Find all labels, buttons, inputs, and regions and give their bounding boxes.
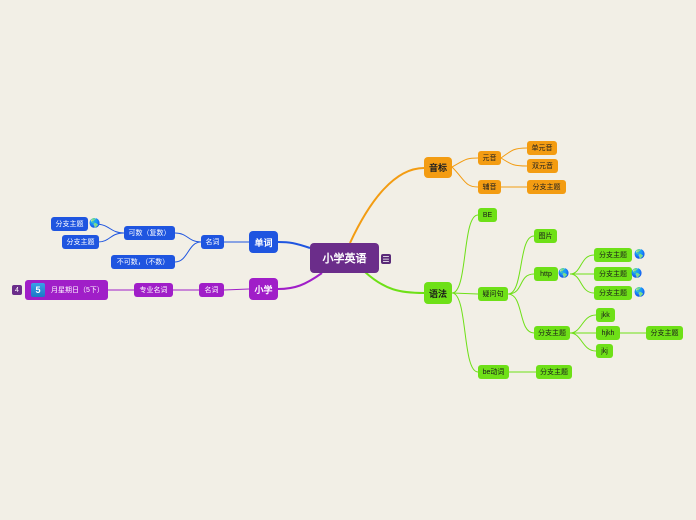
topic-be[interactable]: BE <box>478 208 497 222</box>
topic-countable[interactable]: 可数（复数） <box>124 226 175 240</box>
topic-uncountable[interactable]: 不可数，（不数） <box>111 255 175 269</box>
topic-be-verb[interactable]: be动词 <box>478 365 509 379</box>
topic-http-branch-2[interactable]: 分支主题 <box>594 267 632 281</box>
topic-diphthongs[interactable]: 双元音 <box>527 159 558 173</box>
topic-noun[interactable]: 名词 <box>201 235 224 249</box>
collapsed-count-badge[interactable]: 4 <box>12 285 22 295</box>
topic-hjkh-branch[interactable]: 分支主题 <box>646 326 683 340</box>
topic-proper-noun[interactable]: 专业名词 <box>134 283 173 297</box>
topic-date-label: 月星期日（5下） <box>51 287 104 294</box>
topic-primary-noun[interactable]: 名词 <box>199 283 224 297</box>
globe-icon[interactable]: 🌎 <box>634 287 646 297</box>
topic-be-verb-branch[interactable]: 分支主题 <box>536 365 572 379</box>
topic-words[interactable]: 单词 <box>249 231 278 253</box>
topic-date[interactable]: 5 月星期日（5下） <box>25 280 108 300</box>
topic-http[interactable]: http <box>534 267 558 281</box>
topic-question-branch[interactable]: 分支主题 <box>534 326 570 340</box>
topic-countable-branch-1[interactable]: 分支主题 <box>51 217 88 231</box>
calendar-icon: 5 <box>31 283 45 297</box>
topic-consonant-branch[interactable]: 分支主题 <box>527 180 566 194</box>
globe-icon[interactable]: 🌎 <box>634 249 646 259</box>
notes-icon[interactable]: ☰ <box>381 254 391 264</box>
topic-single-vowels[interactable]: 单元音 <box>527 141 557 155</box>
topic-consonants[interactable]: 辅音 <box>478 180 501 194</box>
topic-primary[interactable]: 小学 <box>249 278 278 300</box>
topic-jkj[interactable]: jkj <box>596 344 613 358</box>
topic-grammar[interactable]: 语法 <box>424 282 452 304</box>
topic-jkk[interactable]: jkk <box>596 308 615 322</box>
topic-picture[interactable]: 图片 <box>534 229 557 243</box>
globe-icon[interactable]: 🌎 <box>89 218 101 228</box>
root-topic[interactable]: 小学英语 <box>310 243 379 273</box>
topic-countable-branch-2[interactable]: 分支主题 <box>62 235 99 249</box>
topic-hjkh[interactable]: hjkh <box>596 326 620 340</box>
topic-http-branch-3[interactable]: 分支主题 <box>594 286 632 300</box>
topic-http-branch-1[interactable]: 分支主题 <box>594 248 632 262</box>
topic-vowels[interactable]: 元音 <box>478 151 501 165</box>
topic-phonetics[interactable]: 音标 <box>424 157 452 178</box>
globe-icon[interactable]: 🌎 <box>558 268 570 278</box>
globe-icon[interactable]: 🌎 <box>631 268 643 278</box>
topic-question[interactable]: 疑问句 <box>478 287 508 301</box>
